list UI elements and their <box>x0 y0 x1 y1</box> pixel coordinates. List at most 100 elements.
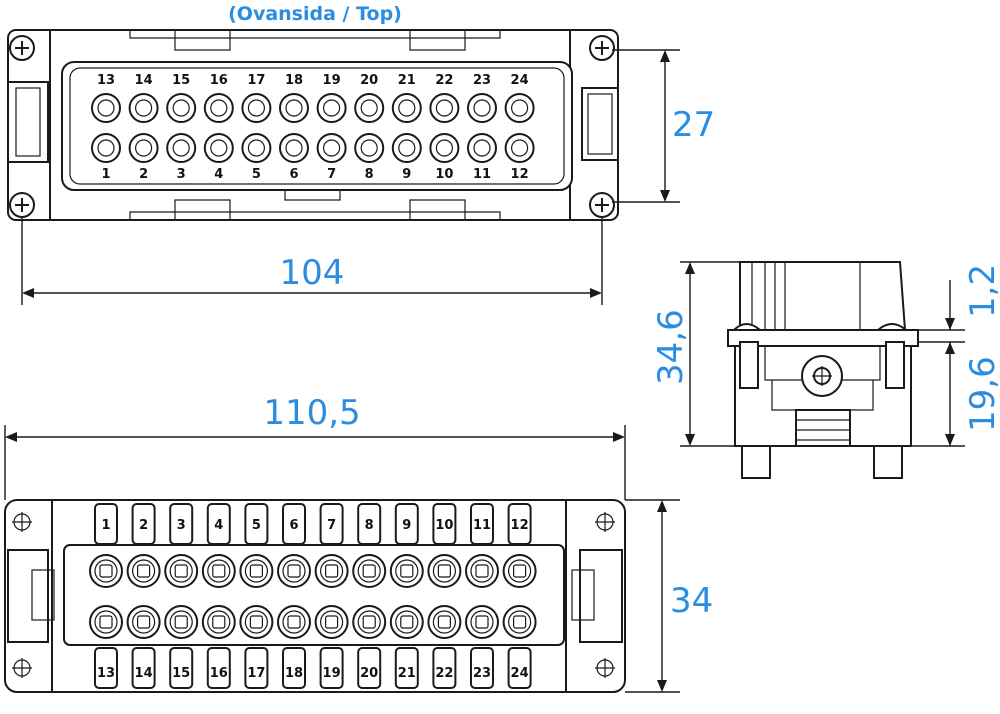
contact-label: 10 <box>435 518 453 533</box>
contact-hole <box>360 139 378 157</box>
contact-hole <box>210 139 228 157</box>
contact-hole <box>398 139 416 157</box>
contact-label: 8 <box>365 518 374 533</box>
terminal-screw <box>174 564 188 578</box>
contact-socket <box>429 133 460 163</box>
contact-socket <box>391 93 422 123</box>
terminal-screw <box>512 615 527 629</box>
terminal-tab <box>282 503 306 545</box>
contact-label: 4 <box>214 518 223 533</box>
side-view <box>727 261 919 479</box>
contact-label: 18 <box>285 666 303 681</box>
top-view-contacts <box>91 93 535 163</box>
terminal-screw <box>174 615 188 629</box>
contact-label: 16 <box>210 666 228 681</box>
terminal-tab <box>244 503 269 545</box>
contact-socket <box>166 93 197 123</box>
contact-socket <box>504 133 535 163</box>
contact-hole <box>285 99 303 117</box>
terminal-screw <box>400 564 414 578</box>
contact-hole <box>323 99 341 117</box>
contact-socket <box>467 133 497 163</box>
terminal-tab <box>244 647 269 689</box>
dim-side-lower: 19,6 <box>963 356 1000 432</box>
contact-socket <box>279 133 309 163</box>
dimension-110-5: 110,5 <box>4 393 626 500</box>
dimension-34: 34 <box>625 499 713 693</box>
contact-label: 7 <box>327 518 336 533</box>
contact-socket <box>279 93 309 123</box>
terminal-tab <box>470 647 494 689</box>
dim-bottom-width: 110,5 <box>263 393 360 433</box>
contact-socket <box>91 133 121 163</box>
contact-hole <box>247 139 265 157</box>
terminal-tab <box>319 503 344 545</box>
contact-label: 10 <box>435 167 453 182</box>
terminal-screw <box>475 564 489 578</box>
contact-label: 20 <box>360 666 378 681</box>
contact-label: 9 <box>402 167 411 182</box>
contact-label: 6 <box>289 518 298 533</box>
dim-top-width: 104 <box>280 253 345 293</box>
bottom-view-contacts <box>89 503 537 689</box>
terminal-screw <box>212 615 226 629</box>
contact-label: 23 <box>473 73 491 88</box>
contact-socket <box>203 133 234 163</box>
terminal-screw <box>212 564 226 578</box>
contact-hole <box>135 139 153 157</box>
contact-label: 21 <box>398 73 416 88</box>
screw-icon <box>9 192 35 218</box>
terminal-screw <box>249 564 263 578</box>
contact-label: 20 <box>360 73 378 88</box>
terminal-screw <box>137 564 151 578</box>
terminal-tab <box>319 647 344 689</box>
right-latch <box>579 549 623 643</box>
contact-hole <box>247 99 265 117</box>
dim-side-height: 34,6 <box>651 309 691 385</box>
terminal-screw <box>137 615 151 629</box>
contact-label: 12 <box>511 518 529 533</box>
terminal-tab <box>94 503 118 545</box>
terminal-screw <box>362 564 376 578</box>
dim-side-step: 1,2 <box>963 264 1000 318</box>
terminal-tab <box>357 647 382 689</box>
contact-label: 9 <box>402 518 411 533</box>
terminal-tab <box>470 503 494 545</box>
terminal-tab <box>131 647 156 689</box>
contact-socket <box>128 133 159 163</box>
contact-socket <box>241 133 272 163</box>
contact-hole <box>172 99 190 117</box>
terminal-tab <box>357 503 382 545</box>
screw-icon <box>9 35 35 61</box>
terminal-tab <box>169 647 194 689</box>
contact-hole <box>97 139 115 157</box>
dimension-1-2: 1,2 <box>905 264 1000 446</box>
mount-hole-icon <box>595 658 615 678</box>
terminal-screw <box>325 615 339 629</box>
contact-socket <box>316 133 347 163</box>
contact-hole <box>360 99 378 117</box>
contact-label: 16 <box>210 73 228 88</box>
terminal-tab <box>394 503 419 545</box>
terminal-tab <box>282 647 306 689</box>
contact-label: 1 <box>101 518 110 533</box>
contact-socket <box>354 93 385 123</box>
contact-label: 11 <box>473 167 491 182</box>
terminal-screw <box>99 615 113 629</box>
terminal-screw <box>287 564 301 578</box>
contact-label: 17 <box>247 73 265 88</box>
contact-label: 21 <box>398 666 416 681</box>
contact-label: 14 <box>135 73 153 88</box>
contact-socket <box>166 133 197 163</box>
dimension-104: 104 <box>21 218 603 305</box>
contact-label: 14 <box>135 666 153 681</box>
contact-label: 24 <box>511 666 529 681</box>
dim-top-height: 27 <box>672 105 715 145</box>
contact-hole <box>473 99 491 117</box>
contact-hole <box>210 99 228 117</box>
dimension-34-6: 34,6 <box>651 261 740 447</box>
